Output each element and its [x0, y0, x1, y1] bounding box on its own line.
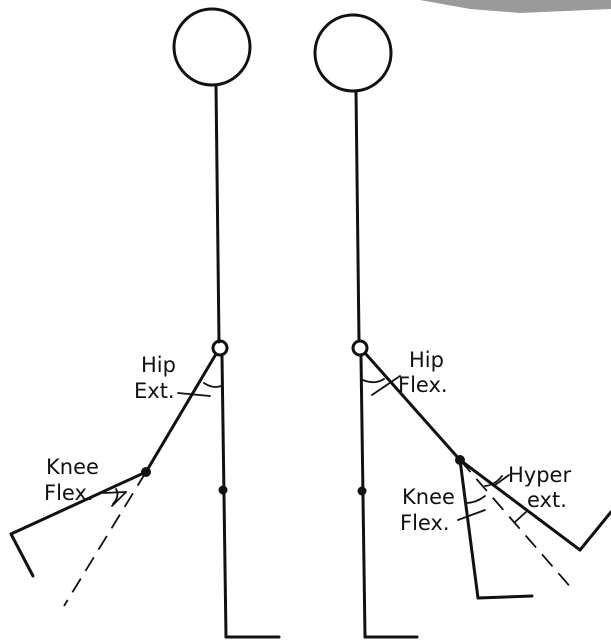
left-head	[172, 7, 252, 87]
right-hip-leader	[371, 375, 401, 396]
left-swing-foot	[9, 532, 35, 578]
right-knee-label-1: Knee	[402, 485, 455, 509]
right-hyper-leader	[494, 474, 510, 486]
right-stance-knee	[357, 486, 367, 496]
left-thigh-extension	[63, 471, 147, 607]
right-hyper-foot	[578, 510, 611, 552]
left-hip-angle-arc	[203, 382, 222, 388]
right-hyper-arc	[484, 475, 503, 487]
left-knee-label-2: Flex.	[44, 481, 94, 505]
right-flex-foot	[476, 594, 534, 600]
right-head	[313, 13, 393, 93]
right-knee-flex-arc	[465, 495, 486, 504]
left-hip-leader	[177, 392, 211, 397]
left-stance-knee	[218, 485, 228, 495]
right-stance-leg	[359, 354, 367, 639]
left-hip-joint	[211, 339, 229, 357]
scan-edge	[420, 0, 611, 13]
right-swing-thigh	[363, 351, 462, 462]
left-trunk	[214, 83, 221, 344]
right-hyper-tick	[514, 511, 527, 523]
right-trunk	[354, 89, 361, 343]
right-hip-label-1: Hip	[409, 348, 444, 372]
right-hyper-label-2: ext.	[527, 488, 567, 512]
right-thigh-extension	[459, 459, 574, 591]
right-hyper-label-1: Hyper	[508, 463, 571, 487]
left-hip-label-2: Ext.	[134, 379, 175, 403]
right-hip-label-2: Flex.	[398, 373, 448, 397]
left-knee-label-1: Knee	[46, 455, 99, 479]
left-swing-thigh	[144, 352, 218, 474]
left-hip-label-1: Hip	[141, 353, 176, 377]
left-swing-shank	[9, 470, 148, 536]
right-figure: Hip Flex. Knee Flex. Hyper ext.	[313, 13, 611, 639]
right-hyper-shank	[458, 458, 582, 552]
left-knee-tick	[111, 491, 127, 507]
left-figure: Hip Ext. Knee Flex.	[9, 7, 281, 639]
left-stance-leg	[220, 354, 228, 639]
right-knee-flex-leader	[457, 509, 486, 521]
right-flex-shank	[458, 458, 480, 600]
right-hip-angle-arc	[362, 378, 385, 384]
left-knee-leader	[102, 491, 127, 494]
right-knee-label-2: Flex.	[400, 511, 450, 535]
